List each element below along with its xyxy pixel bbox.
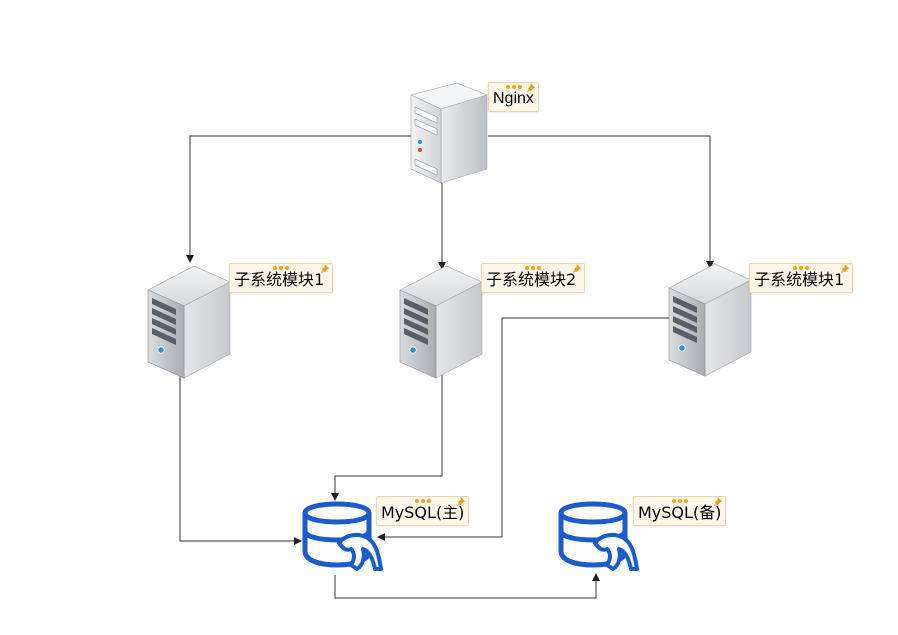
mysql-primary-label[interactable]: MySQL(主) bbox=[376, 496, 469, 526]
mysql-backup-label[interactable]: MySQL(备) bbox=[633, 496, 726, 526]
module-left-label[interactable]: 子系统模块1 bbox=[229, 263, 333, 293]
more-dots-icon bbox=[505, 85, 522, 89]
more-dots-icon bbox=[793, 266, 809, 270]
module-center-label-text: 子系统模块2 bbox=[486, 270, 577, 289]
mysql-primary-database-icon[interactable] bbox=[305, 504, 381, 569]
connectors bbox=[179, 135, 714, 599]
edge-nginx-to-module-left bbox=[186, 135, 413, 263]
edge-module-center-to-mysql-primary bbox=[331, 372, 443, 501]
nginx-label[interactable]: Nginx bbox=[488, 82, 539, 112]
mysql-backup-database-icon[interactable] bbox=[561, 504, 637, 569]
more-dots-icon bbox=[273, 266, 289, 270]
module-right-label-text: 子系统模块1 bbox=[754, 270, 845, 289]
edge-nginx-to-module-right bbox=[488, 135, 714, 269]
edge-module-right-to-mysql-primary bbox=[377, 317, 670, 541]
more-dots-icon bbox=[525, 266, 541, 270]
edge-module-left-to-mysql-primary bbox=[179, 368, 302, 545]
mysql-primary-label-text: MySQL(主) bbox=[381, 503, 465, 522]
module-right-label[interactable]: 子系统模块1 bbox=[749, 263, 853, 293]
nginx-server-icon[interactable] bbox=[410, 82, 488, 184]
more-dots-icon bbox=[671, 499, 688, 503]
edge-mysql-primary-to-backup bbox=[334, 573, 600, 599]
more-dots-icon bbox=[414, 499, 431, 503]
module-left-label-text: 子系统模块1 bbox=[234, 270, 325, 289]
module-center-label[interactable]: 子系统模块2 bbox=[481, 263, 585, 293]
mysql-backup-label-text: MySQL(备) bbox=[638, 503, 722, 522]
nginx-label-text: Nginx bbox=[493, 90, 534, 107]
module-left-server-icon[interactable] bbox=[147, 265, 231, 379]
module-center-server-icon[interactable] bbox=[399, 265, 483, 379]
module-right-server-icon[interactable] bbox=[668, 263, 752, 377]
